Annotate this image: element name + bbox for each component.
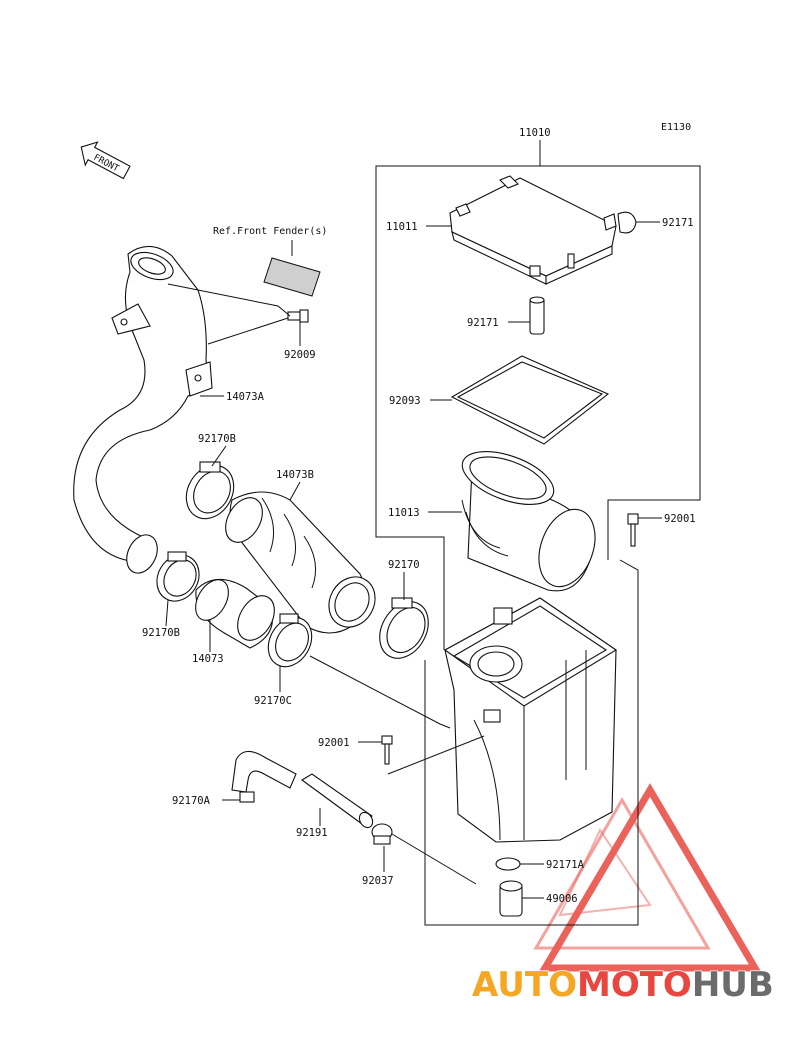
part-label-11011: 11011 bbox=[386, 221, 418, 233]
part-label-11010: 11010 bbox=[519, 127, 551, 139]
bracket-11010 bbox=[375, 140, 541, 650]
part-label-49006: 49006 bbox=[546, 893, 578, 905]
sleeve-14073 bbox=[195, 578, 275, 649]
watermark-auto: AUTO bbox=[472, 965, 577, 1005]
part-label-92170B-low: 92170B bbox=[142, 627, 180, 639]
part-label-92170C: 92170C bbox=[254, 695, 292, 707]
part-label-14073A: 14073A bbox=[226, 391, 265, 403]
clamp-92037 bbox=[371, 823, 393, 845]
gasket-92093 bbox=[450, 355, 610, 445]
part-label-92170A: 92170A bbox=[172, 795, 211, 807]
part-label-92170: 92170 bbox=[388, 559, 420, 571]
intake-duct-14073A bbox=[73, 245, 213, 563]
duct-band bbox=[126, 534, 158, 574]
watermark-text: AUTOMOTOHUB bbox=[472, 965, 774, 1005]
part-label-11013: 11013 bbox=[388, 507, 420, 519]
air-cleaner-housing bbox=[443, 597, 618, 843]
clamp-92170B-top bbox=[185, 461, 235, 520]
part-label-92191: 92191 bbox=[296, 827, 328, 839]
part-label-92171-top: 92171 bbox=[662, 217, 694, 229]
clamp-92170B-low bbox=[156, 551, 200, 602]
ring-92171A bbox=[495, 857, 521, 871]
tube-92191 bbox=[301, 773, 374, 829]
hose-92170A bbox=[231, 750, 297, 803]
part-label-92093: 92093 bbox=[389, 395, 421, 407]
pin-92171 bbox=[529, 296, 545, 335]
part-label-92001-left: 92001 bbox=[318, 737, 350, 749]
part-label-92171A: 92171A bbox=[546, 859, 585, 871]
part-label-92001-right: 92001 bbox=[664, 513, 696, 525]
air-cleaner-cover bbox=[449, 175, 617, 285]
watermark-hub: HUB bbox=[692, 965, 774, 1005]
leader-lines bbox=[165, 221, 662, 899]
clamp-92170 bbox=[379, 597, 429, 659]
ref-front-fender-note: Ref.Front Fender(s) bbox=[213, 226, 327, 237]
bolt-92001-left bbox=[381, 735, 393, 765]
watermark-moto: MOTO bbox=[577, 965, 692, 1005]
fender-ref-block bbox=[263, 257, 321, 297]
bolt-92009 bbox=[287, 309, 309, 323]
bolt-92001-right bbox=[627, 513, 639, 547]
front-arrow-icon: FRONT bbox=[80, 141, 131, 180]
filter-element-11013 bbox=[461, 451, 596, 592]
drain-cap-49006 bbox=[499, 880, 523, 917]
part-label-92170B-top: 92170B bbox=[198, 433, 236, 445]
part-label-92037: 92037 bbox=[362, 875, 394, 887]
part-label-14073B: 14073B bbox=[276, 469, 314, 481]
clip-92171-top bbox=[617, 211, 637, 234]
duct-14073B bbox=[225, 491, 376, 634]
diagram-code: E1130 bbox=[661, 122, 691, 133]
part-label-14073: 14073 bbox=[192, 653, 224, 665]
clamp-92170C bbox=[267, 613, 313, 668]
part-label-92171-mid: 92171 bbox=[467, 317, 499, 329]
part-label-92009: 92009 bbox=[284, 349, 316, 361]
watermark-logo-triangle bbox=[533, 783, 762, 972]
